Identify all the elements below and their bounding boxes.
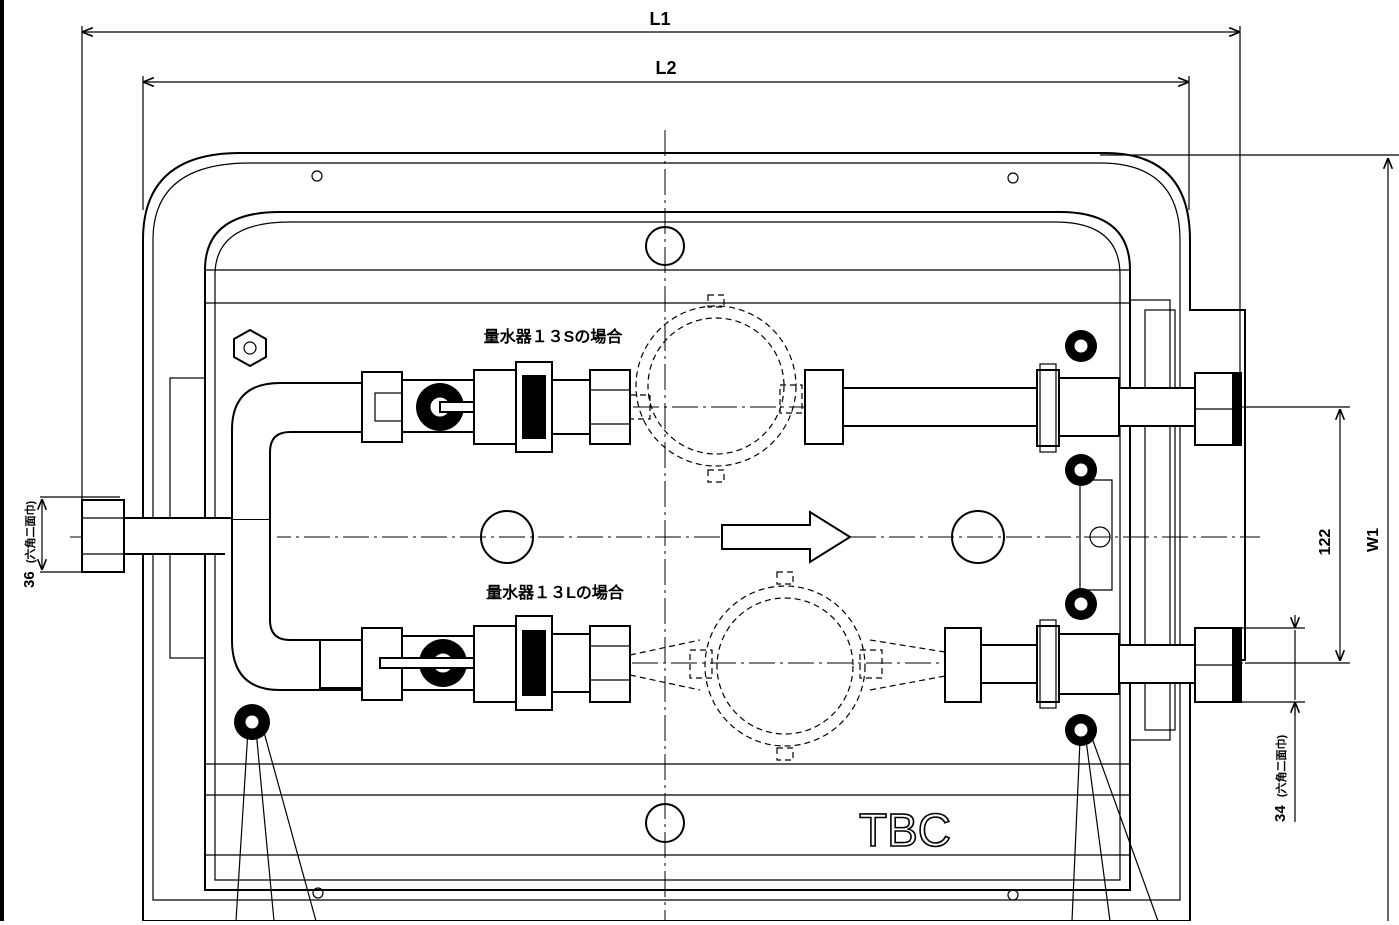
dimension-w1: W1 bbox=[1100, 154, 1399, 921]
meter-13s-label: 量水器１３Sの場合 bbox=[484, 327, 624, 346]
dimension-122: 122 bbox=[1245, 406, 1350, 664]
bolt-top-left bbox=[233, 328, 267, 368]
outlet-manifold-plate bbox=[1079, 479, 1113, 591]
outlet-line-top bbox=[804, 363, 1242, 453]
dimension-122-label: 122 bbox=[1317, 529, 1334, 556]
valve-assembly-bottom bbox=[319, 615, 631, 711]
dimension-34-value: 34 bbox=[1272, 805, 1289, 822]
dimension-34-label: 34 (六角二面巾) bbox=[1272, 734, 1289, 822]
dimension-34-note: (六角二面巾) bbox=[1274, 734, 1288, 797]
dimension-l1: L1 bbox=[81, 9, 1241, 500]
dimension-l2-label: L2 bbox=[655, 58, 676, 78]
meter-13s-dashed bbox=[629, 294, 803, 483]
bolt-bottom-left bbox=[234, 704, 270, 740]
outlet-line-bottom bbox=[944, 619, 1242, 709]
dimension-36-value: 36 bbox=[21, 571, 38, 588]
bolts-right bbox=[1065, 330, 1097, 746]
left-edge-mark bbox=[0, 0, 4, 921]
dimension-l2: L2 bbox=[142, 58, 1190, 210]
dimension-34: 34 (六角二面巾) bbox=[1240, 615, 1305, 822]
leader-lines bbox=[235, 724, 1159, 922]
mounting-holes bbox=[311, 170, 1019, 901]
flow-direction-arrow bbox=[721, 510, 852, 564]
box-outer bbox=[142, 152, 1246, 922]
dimension-36-note: (六角二面巾) bbox=[23, 500, 37, 563]
brand-logo: TBC bbox=[859, 804, 951, 856]
meter-13l-dashed bbox=[629, 571, 946, 761]
valve-assembly-top bbox=[361, 361, 631, 453]
dimension-w1-label: W1 bbox=[1365, 528, 1382, 552]
meter-13l-label: 量水器１３Lの場合 bbox=[486, 583, 625, 602]
dimension-l1-label: L1 bbox=[649, 9, 670, 29]
dimension-36-label: 36 (六角二面巾) bbox=[21, 500, 38, 588]
